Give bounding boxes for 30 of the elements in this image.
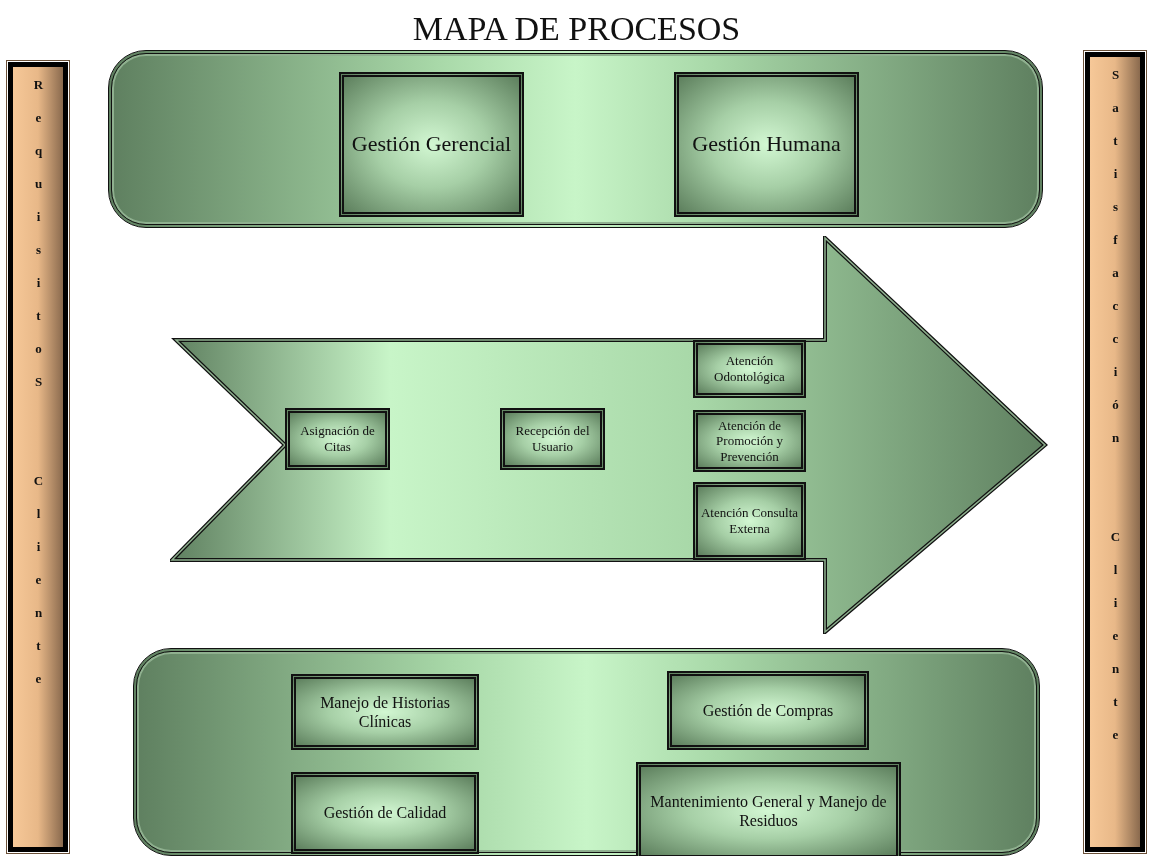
process-box <box>693 410 806 472</box>
process-box <box>285 408 390 470</box>
process-box <box>667 671 869 750</box>
process-arrow <box>170 236 1048 634</box>
process-label: Gestión de Compras <box>702 700 834 721</box>
process-label: Gestión de Calidad <box>323 803 447 823</box>
process-label: Manejo de Historias Clínicas <box>319 692 451 732</box>
process-box <box>693 340 806 398</box>
side-column <box>1085 52 1145 852</box>
process-box <box>693 482 806 560</box>
vertical-label: RequisitoS Cliente <box>30 77 46 704</box>
process-label: Gestión Gerencial <box>351 131 512 158</box>
process-label: Atención Odontológica <box>713 353 786 385</box>
process-label: Atención de Promoción y Prevención <box>715 417 784 465</box>
vertical-label: Satisfacción Cliente <box>1107 67 1123 760</box>
process-band <box>133 648 1040 856</box>
process-box <box>500 408 605 470</box>
process-label: Recepción del Usuario <box>514 423 591 455</box>
process-box <box>291 772 479 854</box>
process-label: Mantenimiento General y Manejo de Residuos <box>649 791 888 831</box>
diagram-title: MAPA DE PROCESOS <box>411 10 742 48</box>
process-box <box>636 762 901 856</box>
process-band <box>108 50 1043 228</box>
side-column <box>8 62 68 852</box>
process-box <box>291 674 479 750</box>
process-label: Gestión Humana <box>692 131 841 158</box>
process-box <box>339 72 524 217</box>
process-label: Asignación de Citas <box>299 423 376 455</box>
process-label: Atención Consulta Externa <box>699 505 800 537</box>
process-box <box>674 72 859 217</box>
